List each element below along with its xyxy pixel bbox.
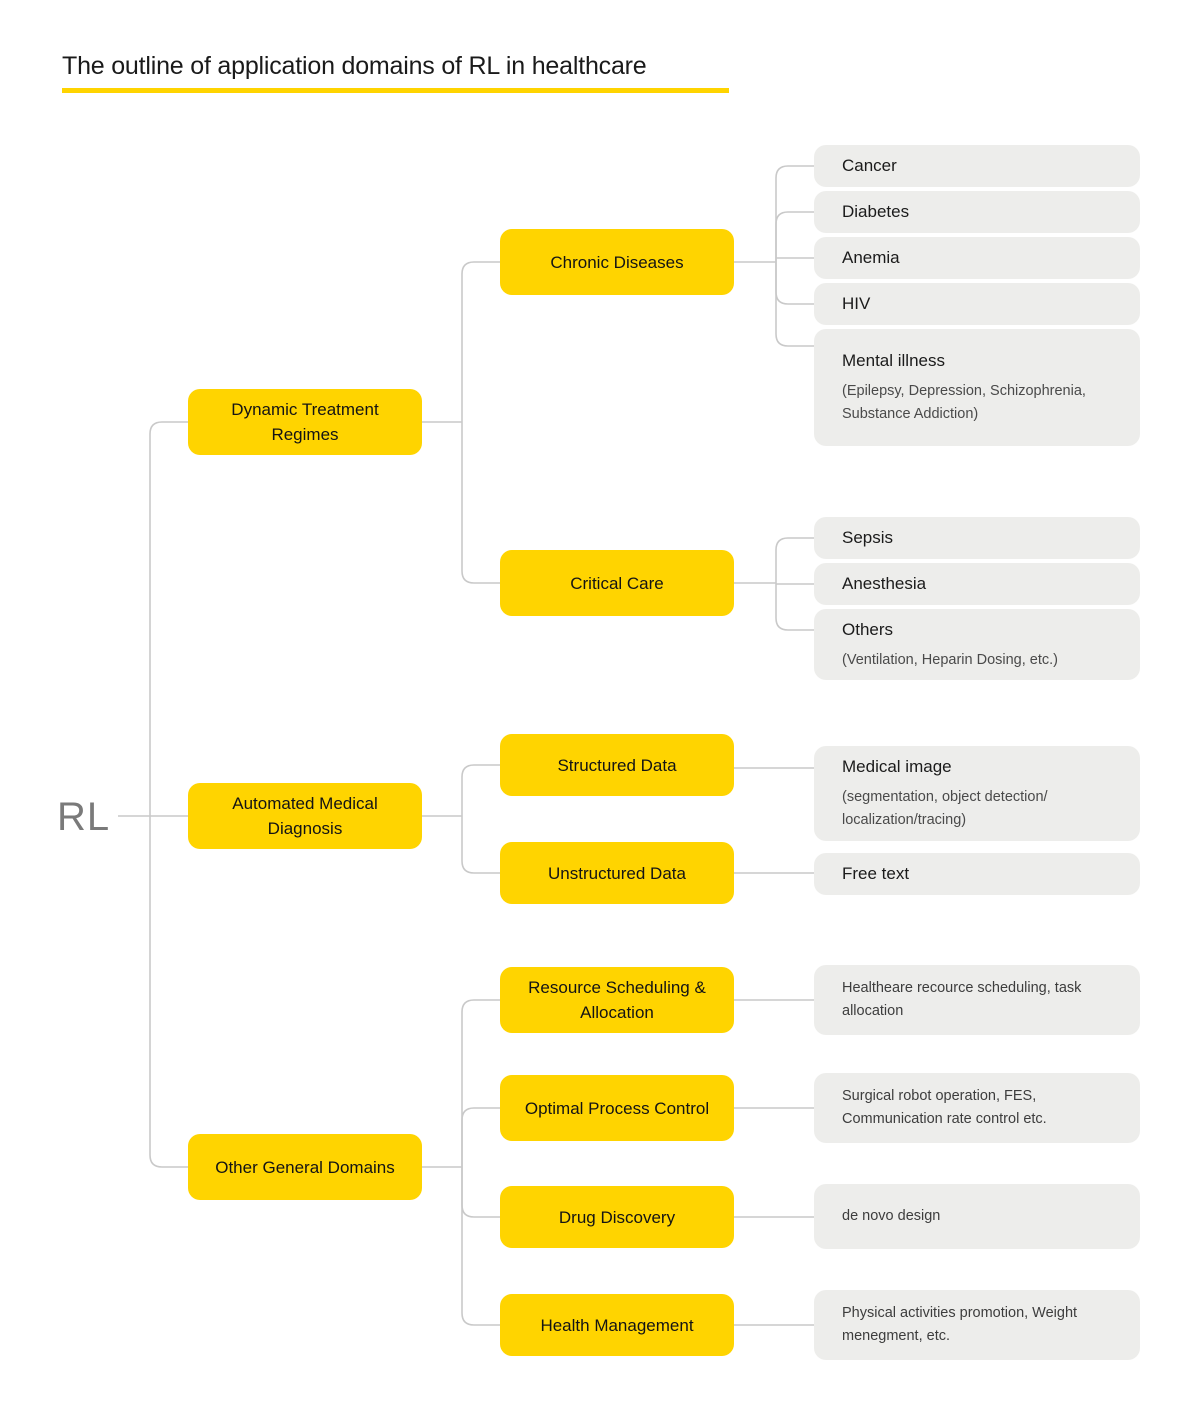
leaf-hiv[interactable]: HIV [814,283,1140,325]
leaf-resource-scheduling[interactable]: Healtheare recource scheduling, task all… [814,965,1140,1035]
connector-ogd-optimal [461,1107,500,1167]
node-dynamic-treatment-regimes[interactable]: Dynamic Treatment Regimes [188,389,422,455]
leaf-medical-image[interactable]: Medical image (segmentation, object dete… [814,746,1140,841]
leaf-free-text[interactable]: Free text [814,853,1140,895]
leaf-health-management-text: Physical activities promotion, Weight me… [842,1305,1078,1344]
leaf-anesthesia-label: Anesthesia [842,574,927,593]
leaf-diabetes[interactable]: Diabetes [814,191,1140,233]
leaf-optimal-process-control[interactable]: Surgical robot operation, FES, Communica… [814,1073,1140,1143]
leaf-mental-illness-title: Mental illness [842,351,945,370]
connector-chronic-hiv [775,262,814,305]
leaf-sepsis-label: Sepsis [842,528,894,547]
leaf-cancer[interactable]: Cancer [814,145,1140,187]
connector-chronic-diabetes [775,211,814,262]
leaf-cancer-label: Cancer [842,156,897,175]
connector-ogd-drug [461,1167,500,1218]
connector-amd-unstructured [461,816,500,874]
leaf-sepsis[interactable]: Sepsis [814,517,1140,559]
leaf-optimal-process-control-text: Surgical robot operation, FES, Communica… [842,1088,1047,1127]
connector-chronic-mental [775,262,814,347]
connector-dtr-critical [461,422,500,584]
node-drug-discovery[interactable]: Drug Discovery [500,1186,734,1248]
node-optimal-process-control[interactable]: Optimal Process Control [500,1075,734,1141]
leaf-hiv-label: HIV [842,294,871,313]
connector-amd-structured [461,764,500,816]
node-resource-scheduling-allocation[interactable]: Resource Scheduling & Allocation [500,967,734,1033]
leaf-drug-discovery-text: de novo design [842,1208,941,1224]
connector-spine-top [149,421,188,816]
leaf-free-text-label: Free text [842,864,910,883]
leaf-drug-discovery[interactable]: de novo design [814,1184,1140,1249]
root-node-rl: RL [57,795,111,839]
leaf-anesthesia[interactable]: Anesthesia [814,563,1140,605]
connector-critical-others [775,583,814,631]
node-other-general-domains[interactable]: Other General Domains [188,1134,422,1200]
page-title: The outline of application domains of RL… [62,52,647,80]
leaf-health-management[interactable]: Physical activities promotion, Weight me… [814,1290,1140,1360]
connector-spine-bottom [149,816,188,1168]
leaf-others[interactable]: Others (Ventilation, Heparin Dosing, etc… [814,609,1140,680]
leaf-mental-illness-sub: (Epilepsy, Depression, Schizophrenia, Su… [842,383,1086,422]
leaf-anemia-label: Anemia [842,248,900,267]
node-structured-data[interactable]: Structured Data [500,734,734,796]
leaf-medical-image-sub: (segmentation, object detection/ localiz… [842,789,1048,828]
leaf-mental-illness[interactable]: Mental illness (Epilepsy, Depression, Sc… [814,329,1140,446]
leaf-medical-image-title: Medical image [842,757,952,776]
node-health-management[interactable]: Health Management [500,1294,734,1356]
connector-critical-sepsis [775,537,814,583]
leaf-others-title: Others [842,619,894,639]
leaf-diabetes-label: Diabetes [842,202,910,221]
node-unstructured-data[interactable]: Unstructured Data [500,842,734,904]
connector-dtr-chronic [461,261,500,422]
node-critical-care[interactable]: Critical Care [500,550,734,616]
leaf-anemia[interactable]: Anemia [814,237,1140,279]
title-underline [62,88,729,93]
connector-chronic-cancer [775,165,814,262]
node-automated-medical-diagnosis[interactable]: Automated Medical Diagnosis [188,783,422,849]
connector-ogd-resource [461,999,500,1167]
node-chronic-diseases[interactable]: Chronic Diseases [500,229,734,295]
connector-ogd-health [461,1167,500,1326]
leaf-resource-scheduling-text: Healtheare recource scheduling, task all… [842,980,1082,1019]
leaf-others-sub: (Ventilation, Heparin Dosing, etc.) [842,651,1058,668]
